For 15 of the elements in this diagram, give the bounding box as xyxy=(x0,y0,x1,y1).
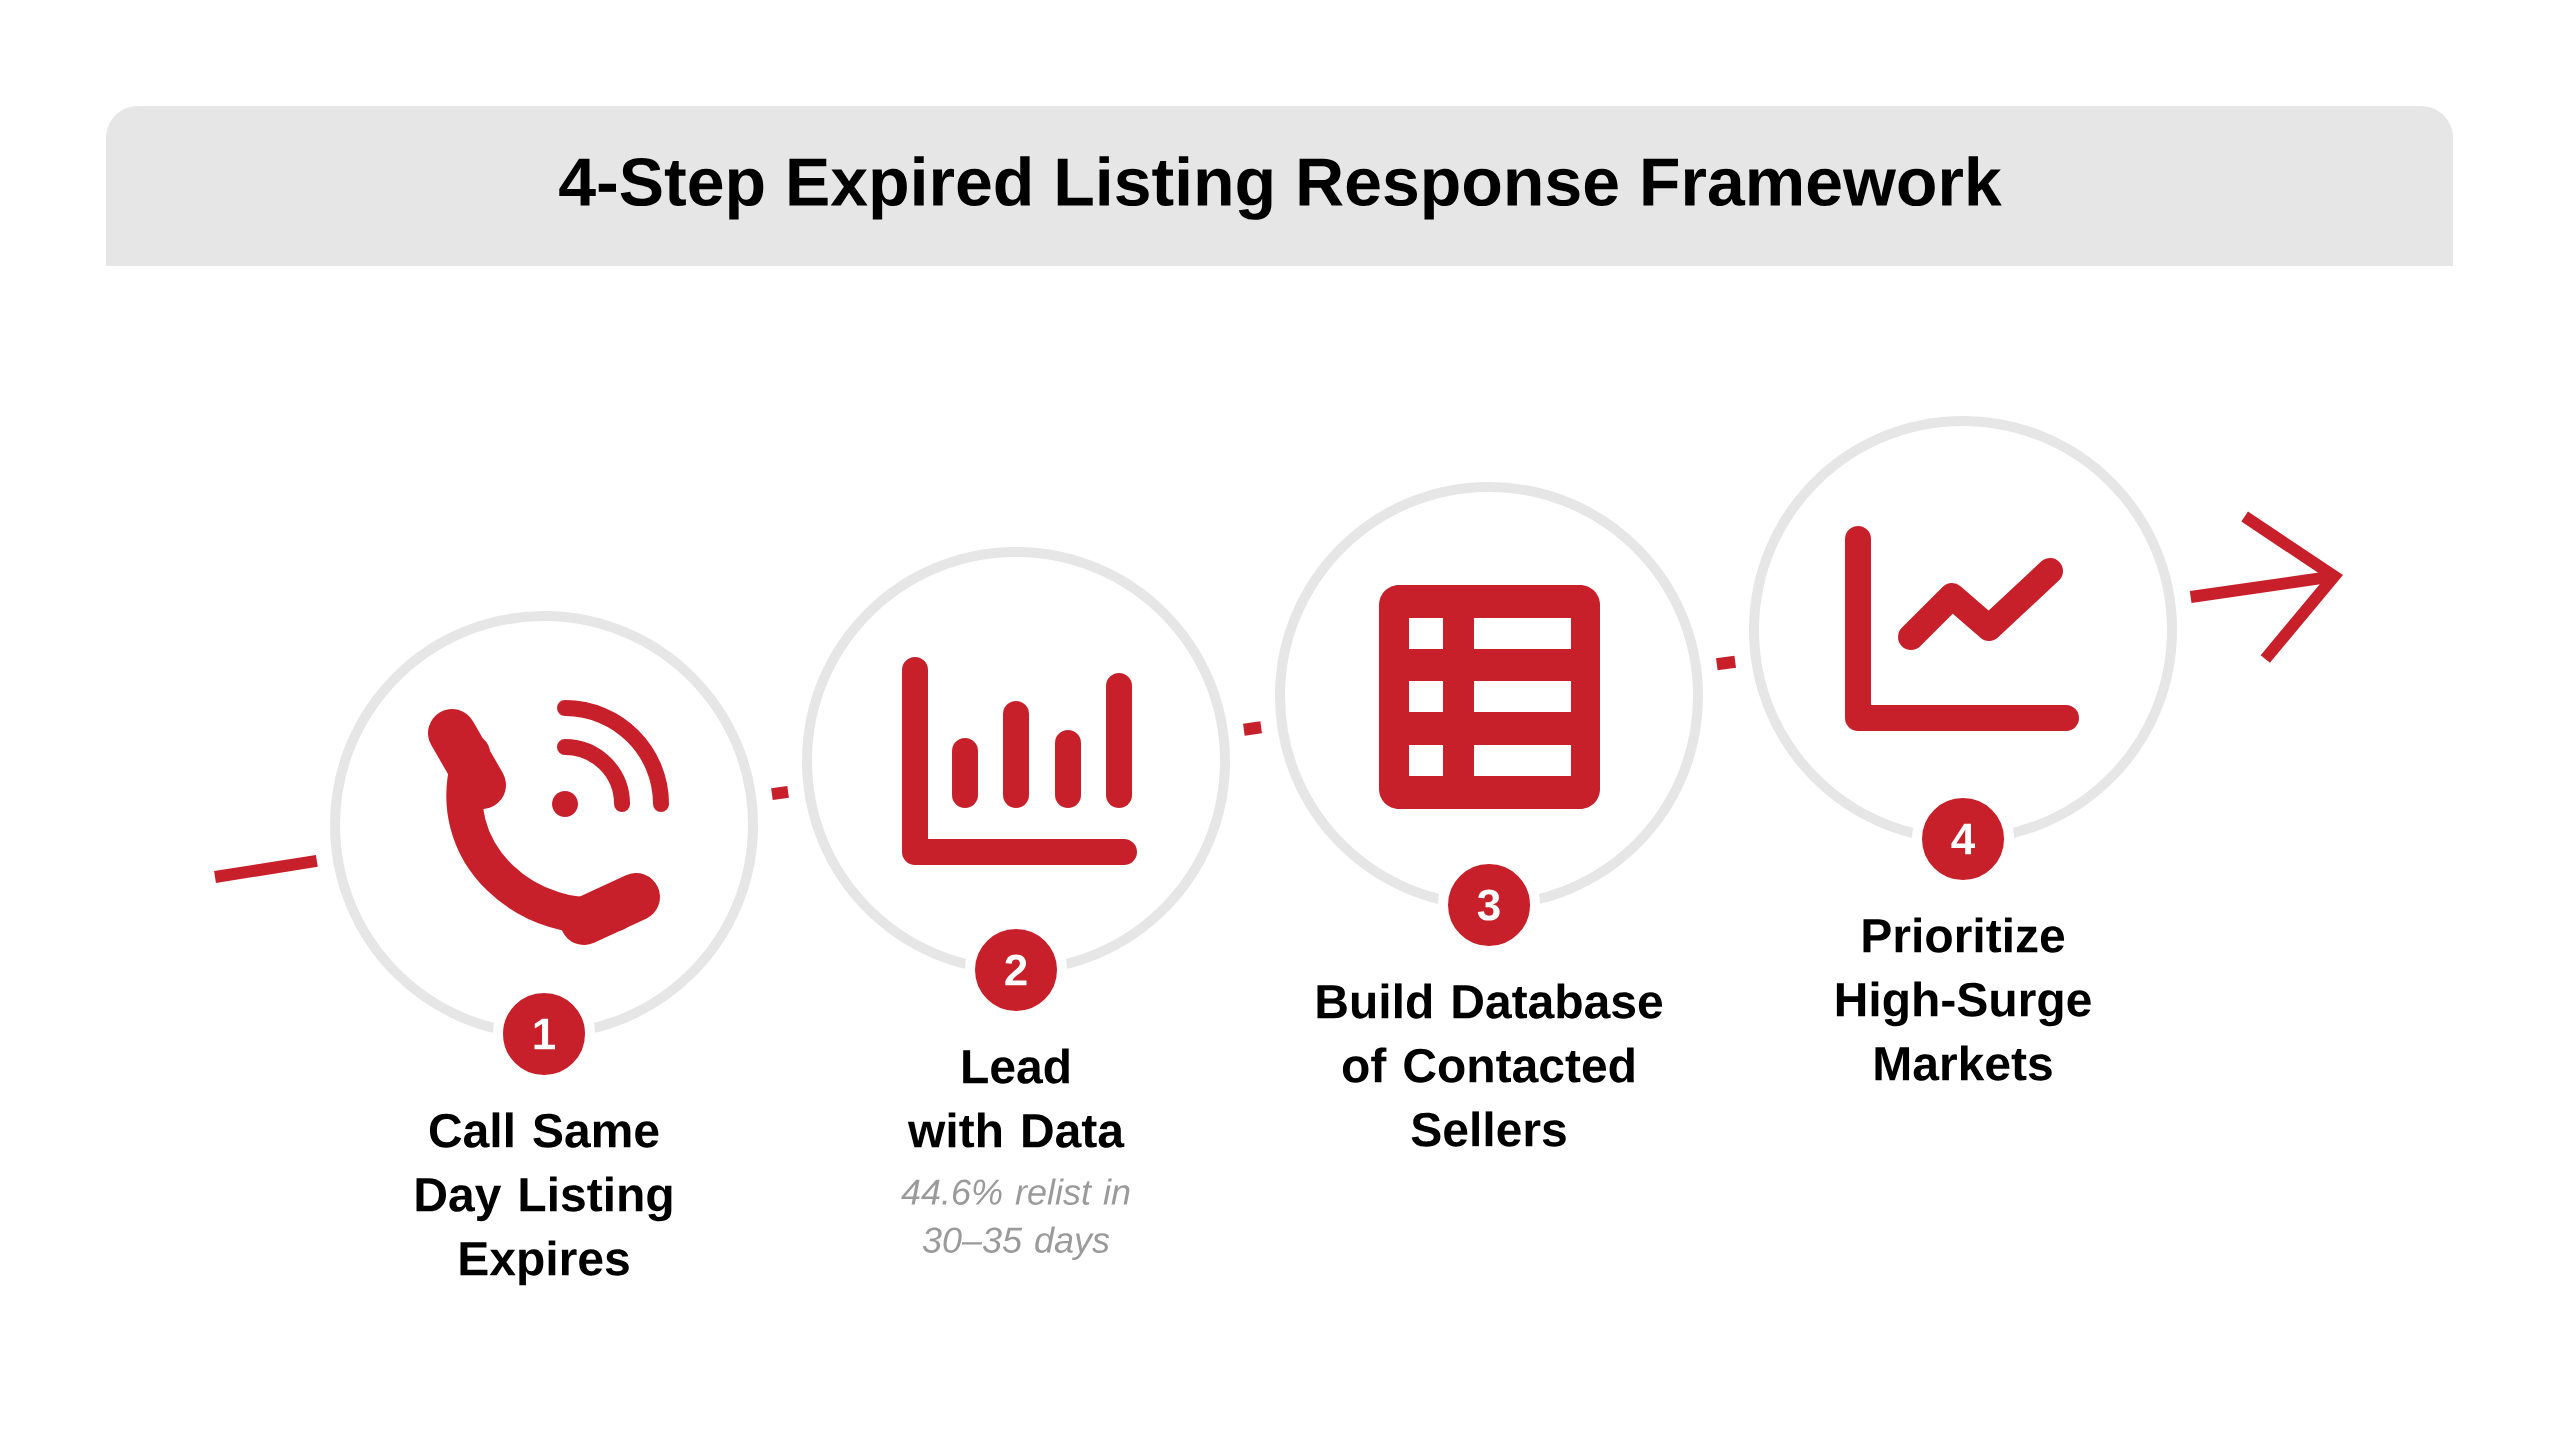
step-title: Lead with Data xyxy=(907,1048,1125,1148)
number-badge: 4 xyxy=(1912,788,2014,890)
number-badge: 1 xyxy=(493,983,595,1085)
step-note: 44.6% relist in 30–35 days xyxy=(901,1178,1130,1260)
connector xyxy=(1715,655,1737,671)
step-title: Build Database of Contacted Sellers xyxy=(1317,983,1663,1147)
step-title: Call Same Day Listing Expires xyxy=(416,1112,672,1286)
number-badge: 3 xyxy=(1438,854,1540,956)
connector xyxy=(1243,721,1262,736)
connector xyxy=(2189,511,2343,663)
number-badge: 2 xyxy=(965,919,1067,1021)
step-title: Prioritize High-Surge Markets xyxy=(1836,917,2091,1081)
connector xyxy=(214,854,318,883)
title: 4-Step Expired Listing Response Framework xyxy=(559,156,2002,220)
connector xyxy=(771,785,789,801)
